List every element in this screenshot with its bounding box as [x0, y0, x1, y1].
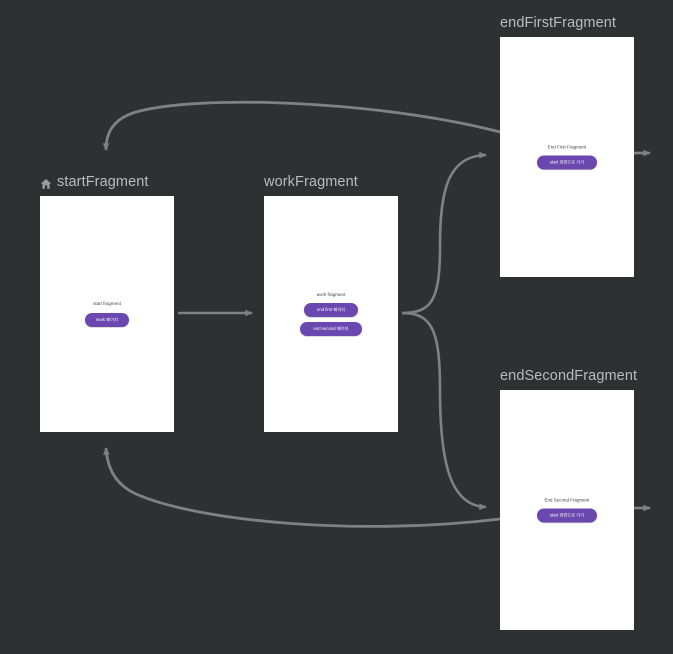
destination-preview-endFirstFragment[interactable]: End First Fragment start 화면으로 가기: [500, 37, 634, 277]
preview-button-end-first-page[interactable]: end first 페이지: [303, 303, 359, 317]
action-work-to-end-first[interactable]: [401, 151, 487, 315]
preview-title: End First Fragment: [547, 144, 587, 150]
destination-preview-startFragment[interactable]: start fragment work 페이지: [40, 196, 174, 432]
destination-label-endSecondFragment: endSecondFragment: [500, 367, 637, 385]
preview-title: End Second Fragment: [544, 497, 590, 503]
preview-title: work fragment: [316, 292, 346, 297]
destination-preview-workFragment[interactable]: work fragment end first 페이지 end second 페…: [264, 196, 398, 432]
destination-workFragment[interactable]: workFragment work fragment end first 페이지…: [264, 174, 398, 432]
destination-name-text: endFirstFragment: [500, 15, 617, 31]
destination-label-startFragment: startFragment: [40, 173, 149, 191]
action-work-to-end-second[interactable]: [401, 311, 487, 511]
preview-content: start fragment work 페이지: [40, 301, 174, 327]
preview-button-go-to-start[interactable]: start 화면으로 가기: [536, 508, 598, 523]
preview-button-end-second-page[interactable]: end second 페이지: [300, 322, 362, 336]
destination-label-endFirstFragment: endFirstFragment: [500, 14, 616, 32]
destination-preview-endSecondFragment[interactable]: End Second Fragment start 화면으로 가기: [500, 390, 634, 630]
preview-button-work-page[interactable]: work 페이지: [85, 313, 129, 327]
destination-label-workFragment: workFragment: [264, 173, 358, 191]
destination-endFirstFragment[interactable]: endFirstFragment End First Fragment star…: [500, 15, 634, 277]
destination-startFragment[interactable]: startFragment start fragment work 페이지: [40, 174, 174, 432]
destination-endSecondFragment[interactable]: endSecondFragment End Second Fragment st…: [500, 368, 637, 630]
preview-button-go-to-start[interactable]: start 화면으로 가기: [536, 155, 598, 170]
preview-content: work fragment end first 페이지 end second 페…: [264, 292, 398, 336]
preview-content: End First Fragment start 화면으로 가기: [500, 145, 634, 170]
preview-title: start fragment: [93, 301, 121, 306]
home-icon: [40, 177, 52, 189]
destination-name-text: workFragment: [264, 174, 358, 190]
preview-content: End Second Fragment start 화면으로 가기: [500, 498, 634, 523]
destination-name-text: endSecondFragment: [500, 368, 638, 384]
destination-name-text: startFragment: [57, 174, 149, 190]
